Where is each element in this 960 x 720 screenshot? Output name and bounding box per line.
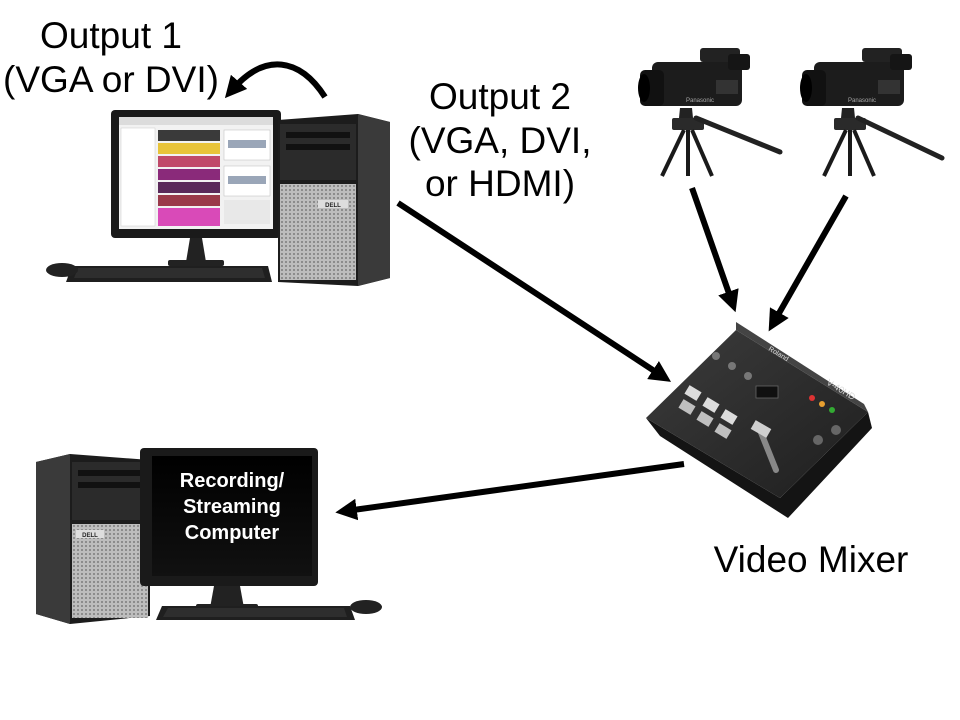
source-computer-icon: DELL bbox=[46, 110, 390, 286]
camera-brand-logo: Panasonic bbox=[848, 98, 876, 104]
output2-label: Output 2 (VGA, DVI, or HDMI) bbox=[405, 75, 595, 206]
source-keyboard bbox=[46, 263, 272, 282]
recording-label-line3: Computer bbox=[184, 522, 280, 544]
output1-loop-arrow bbox=[224, 61, 328, 99]
output1-label: Output 1 (VGA or DVI) bbox=[0, 14, 222, 101]
source-tower: DELL bbox=[278, 114, 390, 286]
recording-label-line2: Streaming bbox=[183, 496, 281, 518]
recording-computer-label: Recording/ Streaming Computer bbox=[158, 468, 306, 546]
tower-brand-logo: DELL bbox=[325, 203, 341, 209]
video-camera-icon: Panasonic bbox=[800, 48, 945, 177]
mixer-tbar bbox=[757, 427, 779, 473]
output2-line2: (VGA, DVI, bbox=[408, 119, 592, 161]
signal-arrows bbox=[224, 61, 849, 521]
camera2-to-mixer-arrow bbox=[768, 194, 849, 332]
camera-brand-logo: Panasonic bbox=[686, 98, 714, 104]
recording-label-line1: Recording/ bbox=[179, 470, 285, 492]
mixer-controls bbox=[678, 352, 841, 473]
source-mouse bbox=[46, 263, 78, 277]
output1-line1: Output 1 bbox=[40, 15, 182, 56]
output2-line3: or HDMI) bbox=[424, 163, 576, 205]
video-mixer-icon: Roland V-40HD bbox=[646, 322, 872, 518]
recording-tower: DELL bbox=[36, 454, 150, 624]
recording-monitor bbox=[140, 448, 318, 610]
camera1-to-mixer-arrow bbox=[689, 187, 739, 313]
recording-tower-brand-logo: DELL bbox=[82, 533, 98, 539]
output1-line2: (VGA or DVI) bbox=[3, 58, 219, 100]
output2-line1: Output 2 bbox=[429, 76, 571, 117]
video-camera-icon: Panasonic bbox=[638, 48, 783, 177]
mixer-to-recorder-arrow bbox=[335, 461, 685, 521]
output2-to-mixer-arrow bbox=[396, 200, 672, 382]
source-monitor bbox=[111, 110, 281, 266]
recording-mouse bbox=[350, 600, 382, 614]
screen-list-rows bbox=[158, 130, 220, 226]
recording-computer-icon: DELL bbox=[36, 448, 382, 624]
video-mixer-label: Video Mixer bbox=[713, 539, 909, 580]
recording-keyboard bbox=[156, 600, 382, 620]
